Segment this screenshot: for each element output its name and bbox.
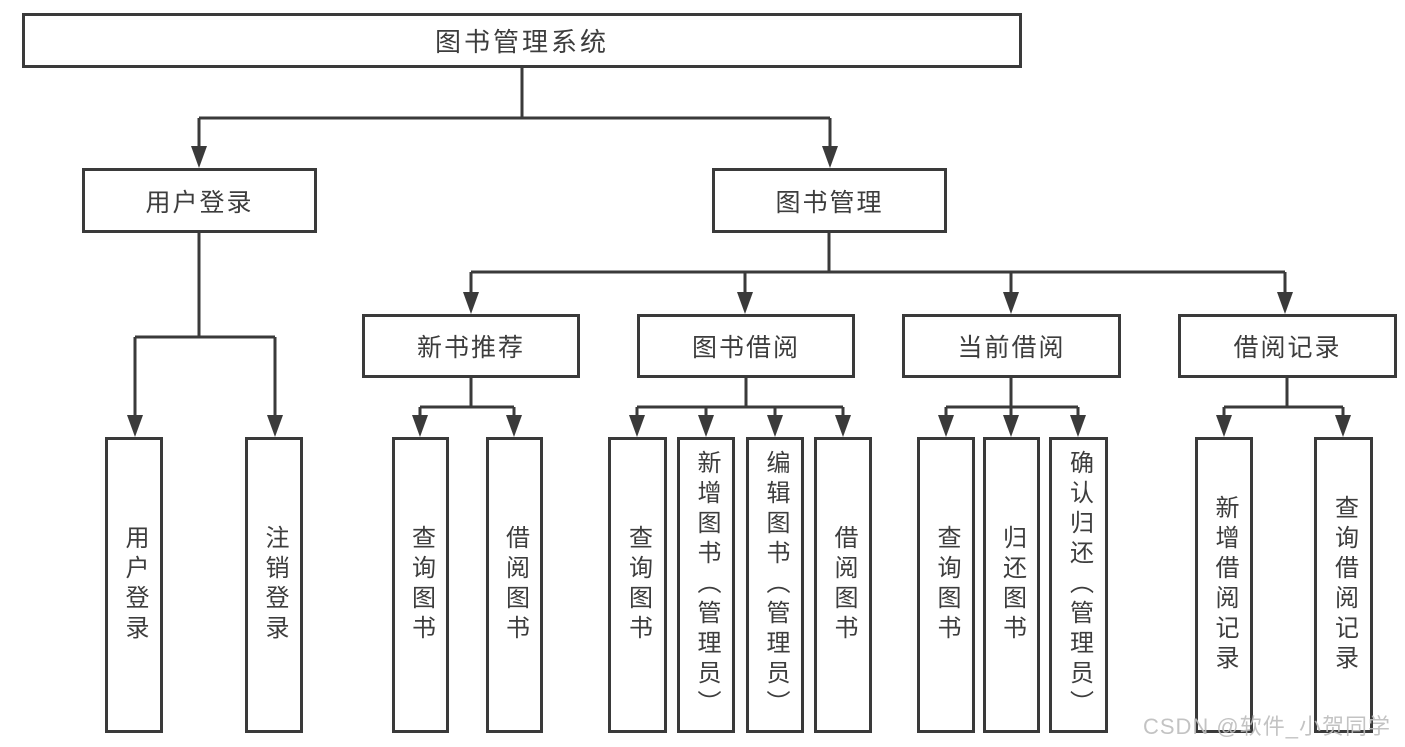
node-label: 注销登录 [261,525,288,645]
node-label: 新增图书（管理员） [693,450,720,720]
leaf-add-borrow-record: 新增借阅记录 [1195,437,1253,733]
leaf-query-books-recommend: 查询图书 [392,437,449,733]
node-label: 查询图书 [407,525,435,645]
leaf-logout: 注销登录 [245,437,303,733]
node-label: 归还图书 [998,525,1026,645]
leaf-borrow-books-recommend: 借阅图书 [486,437,543,733]
node-label: 确认归还（管理员） [1065,450,1093,720]
node-label: 查询图书 [933,525,960,645]
leaf-user-login: 用户登录 [105,437,163,733]
node-label: 新增借阅记录 [1211,495,1238,675]
node-current-borrow: 当前借阅 [902,314,1121,378]
node-label: 用户登录 [145,188,254,217]
node-label: 编辑图书（管理员） [762,450,789,720]
leaf-query-books-borrow: 查询图书 [608,437,667,733]
node-label: 借阅记录 [1233,334,1342,362]
node-new-book-recommend: 新书推荐 [362,314,580,378]
leaf-edit-books-admin: 编辑图书（管理员） [746,437,804,733]
leaf-query-borrow-record: 查询借阅记录 [1314,437,1373,733]
node-label: 图书借阅 [691,334,800,362]
leaf-confirm-return-admin: 确认归还（管理员） [1049,437,1108,733]
node-label: 当前借阅 [957,334,1066,362]
node-label: 图书管理 [775,188,884,217]
node-label: 查询借阅记录 [1330,495,1358,675]
leaf-query-books-current: 查询图书 [917,437,975,733]
node-book-management: 图书管理 [712,168,947,233]
node-label: 图书管理系统 [434,27,609,57]
node-book-borrow: 图书借阅 [637,314,855,378]
node-label: 借阅图书 [830,525,857,645]
leaf-return-books: 归还图书 [983,437,1040,733]
leaf-add-books-admin: 新增图书（管理员） [677,437,735,733]
node-root-system: 图书管理系统 [22,13,1022,68]
node-label: 查询图书 [624,525,652,645]
node-borrow-record: 借阅记录 [1178,314,1397,378]
leaf-borrow-books: 借阅图书 [814,437,872,733]
node-label: 借阅图书 [501,525,529,645]
node-label: 新书推荐 [416,334,525,362]
node-label: 用户登录 [121,525,148,645]
node-user-login: 用户登录 [82,168,317,233]
